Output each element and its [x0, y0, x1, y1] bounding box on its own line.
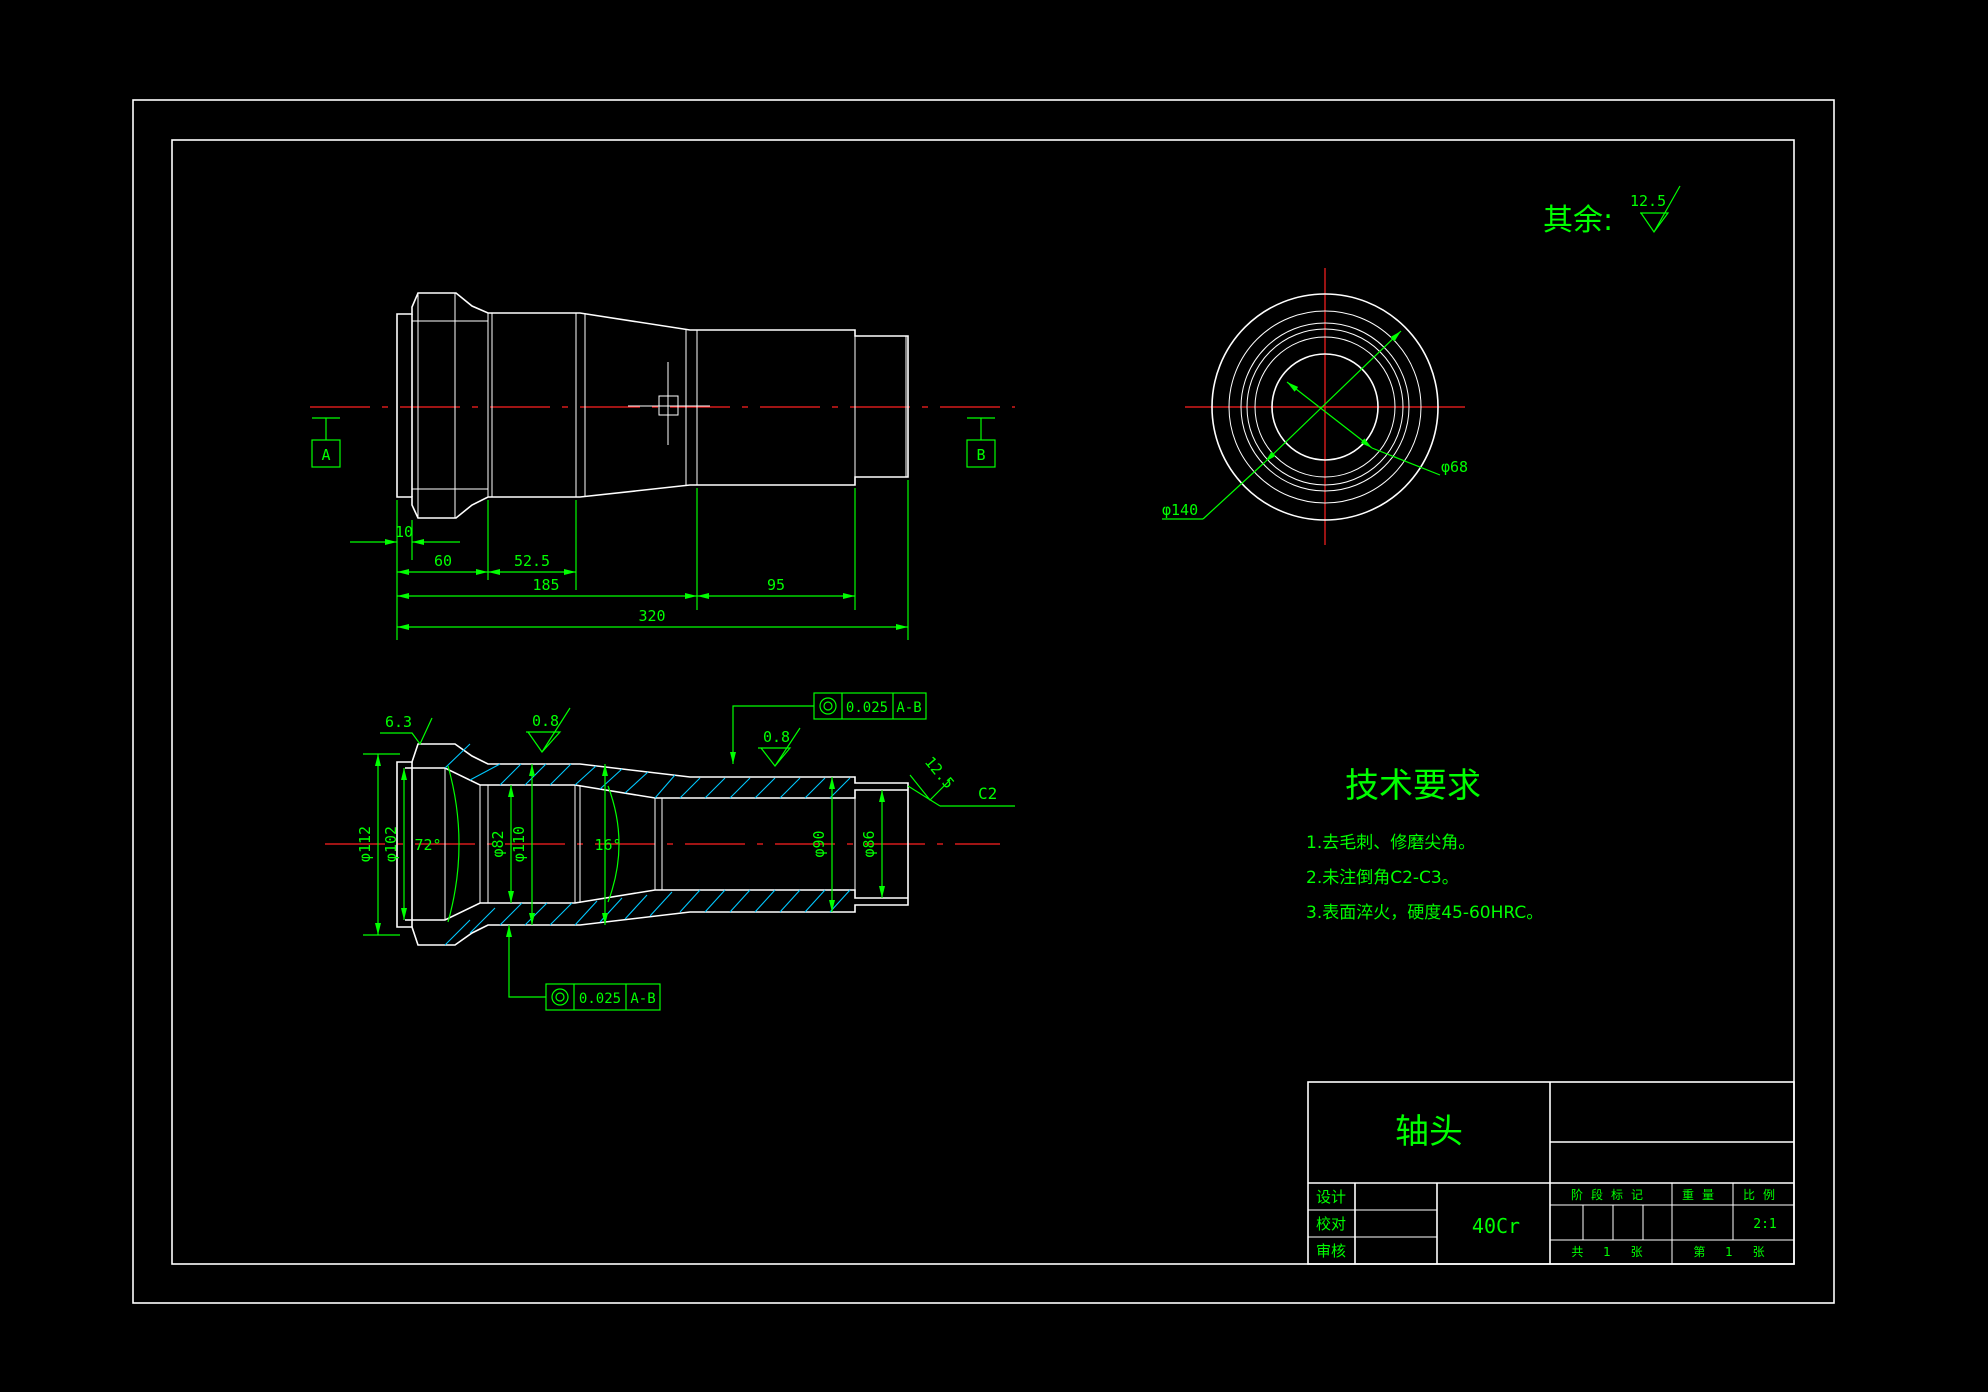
roughness-0-8-left-icon	[526, 707, 571, 753]
review-label: 审核	[1316, 1242, 1346, 1260]
sec-dia-86: φ86	[860, 830, 878, 857]
tech-item-1: 1.去毛刺、修磨尖角。	[1306, 833, 1475, 853]
tol-bottom-value: 0.025	[579, 991, 621, 1007]
surface-finish-value: 12.5	[1630, 192, 1666, 210]
dim-60: 60	[434, 552, 452, 570]
concentricity-icon-bottom	[551, 988, 569, 1006]
roughness-6-3: 6.3	[385, 713, 412, 731]
tol-top-datum: A-B	[896, 700, 921, 716]
dim-185: 185	[532, 576, 559, 594]
technical-requirements: 技术要求 1.去毛刺、修磨尖角。 2.未注倒角C2-C3。 3.表面淬火，硬度4…	[1306, 766, 1543, 923]
sec-dia-110: φ110	[510, 826, 528, 862]
roughness-0-8-right-icon	[758, 727, 801, 767]
roughness-6-3-icon	[380, 717, 433, 746]
roughness-symbol-icon	[1640, 185, 1681, 234]
dim-52-5: 52.5	[514, 552, 550, 570]
roughness-0-8-left: 0.8	[532, 712, 559, 730]
dim-95: 95	[767, 576, 785, 594]
datum-b-label: B	[976, 446, 985, 464]
tech-item-2: 2.未注倒角C2-C3。	[1306, 868, 1459, 888]
sec-dia-82: φ82	[489, 830, 507, 857]
surface-finish-note: 其余: 12.5	[1543, 185, 1681, 238]
datum-a: A	[311, 417, 341, 468]
tech-title: 技术要求	[1345, 766, 1481, 806]
end-dia-140: φ140	[1162, 501, 1198, 519]
check-label: 校对	[1316, 1215, 1346, 1233]
sec-dia-102: φ102	[382, 826, 400, 862]
dim-10: 10	[395, 523, 413, 541]
inner-frame	[171, 139, 1795, 1265]
sheets-total: 共 1 张	[1571, 1245, 1650, 1259]
sec-dia-90: φ90	[810, 830, 828, 857]
tolerance-frame-bottom: 0.025 A-B	[506, 925, 661, 1011]
surface-finish-label: 其余:	[1543, 203, 1613, 238]
datum-b: B	[966, 417, 996, 468]
roughness-0-8-right: 0.8	[763, 728, 790, 746]
concentricity-icon	[819, 697, 837, 715]
stage-marks-label: 阶段标记	[1571, 1187, 1651, 1202]
angle-72: 72°	[414, 836, 441, 854]
sheet-number: 第 1 张	[1693, 1245, 1772, 1259]
tol-bottom-datum: A-B	[630, 991, 655, 1007]
outer-frame	[132, 99, 1835, 1304]
roughness-12-5: 12.5	[921, 753, 958, 792]
tol-top-value: 0.025	[846, 700, 888, 716]
part-name: 轴头	[1395, 1112, 1463, 1152]
scale-label: 比例	[1743, 1188, 1783, 1202]
weight-label: 重量	[1682, 1188, 1722, 1202]
tech-item-3: 3.表面淬火，硬度45-60HRC。	[1306, 903, 1543, 923]
design-label: 设计	[1316, 1188, 1346, 1206]
section-view: 72° 16° φ112 φ102 φ82 φ110 φ90 φ86 6.3 0…	[325, 692, 1015, 1011]
end-dia-68: φ68	[1441, 458, 1468, 476]
sec-dia-112: φ112	[356, 826, 374, 862]
scale-value: 2:1	[1753, 1217, 1776, 1232]
datum-a-label: A	[321, 446, 330, 464]
dim-320: 320	[638, 607, 665, 625]
end-view: φ140 φ68	[1162, 268, 1468, 545]
material: 40Cr	[1472, 1214, 1520, 1238]
section-profile	[396, 743, 909, 946]
title-block: 轴头 40Cr 设计 校对 审核 阶段标记 重量 比例 2:1 共 1 张 第 …	[1307, 1081, 1795, 1265]
angle-16: 16°	[594, 836, 621, 854]
chamfer-c2: C2	[978, 784, 997, 803]
tolerance-frame-top: 0.025 A-B	[730, 692, 927, 764]
front-view: A B 10 60 52.5 185 95	[310, 292, 1015, 640]
